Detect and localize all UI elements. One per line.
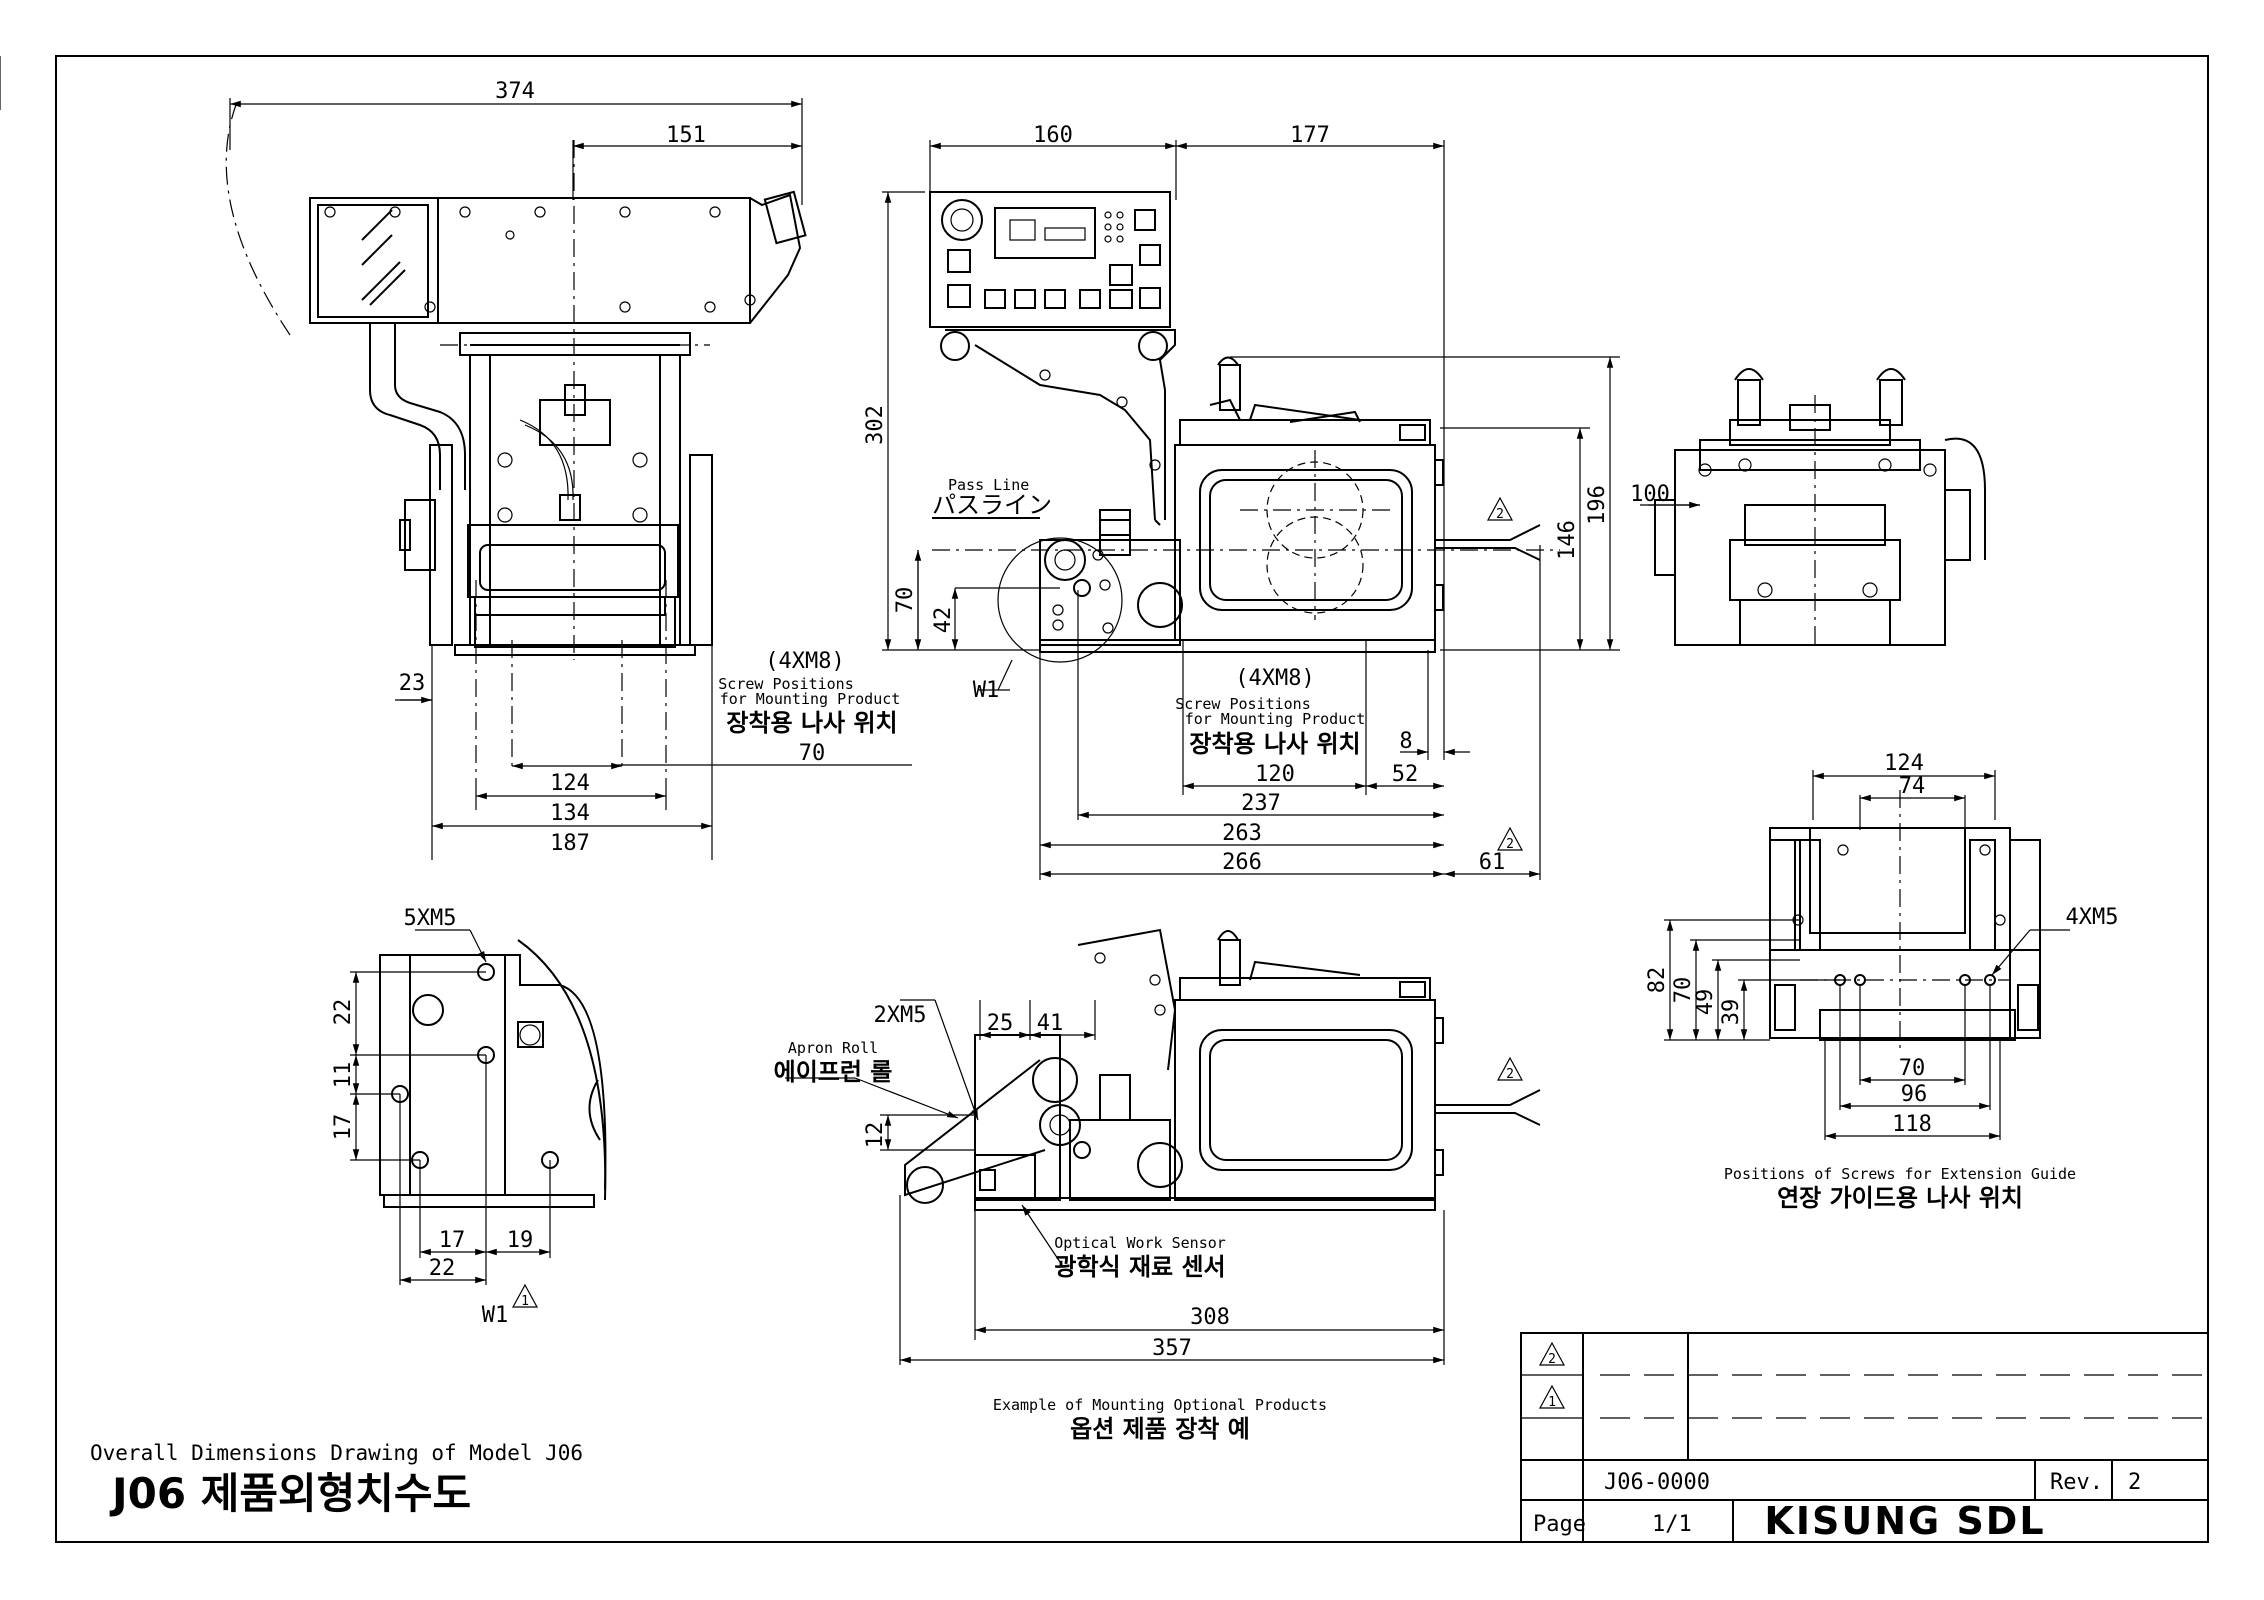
detail-w1-label: W1 xyxy=(482,1303,509,1328)
dim-8: 8 xyxy=(1399,729,1412,754)
screw-label-4xm5: 4XM5 xyxy=(2066,905,2119,930)
dim-70-front: 70 xyxy=(893,587,918,614)
dim-17-vertical: 17 xyxy=(331,1114,356,1141)
dim-61: 61 xyxy=(1479,850,1506,875)
dim-42: 42 xyxy=(931,607,956,634)
dim-308: 308 xyxy=(1190,1305,1230,1330)
dim-82: 82 xyxy=(1645,967,1670,994)
dim-96: 96 xyxy=(1901,1082,1928,1107)
title-korean: J06 제품외형치수도 xyxy=(109,1469,471,1518)
dim-302: 302 xyxy=(863,405,888,445)
title-english: Overall Dimensions Drawing of Model J06 xyxy=(90,1441,583,1465)
screw-label-5xm5: 5XM5 xyxy=(404,906,457,931)
option-view: 25 41 12 308 357 2XM5 Apron Roll 에이프런 롤 … xyxy=(774,928,1541,1443)
screw-note-korean: 장착용 나사 위치 xyxy=(726,709,897,737)
dim-124: 124 xyxy=(550,771,590,796)
dim-134: 134 xyxy=(550,801,590,826)
company-name: KISUNG SDL xyxy=(1764,1499,2045,1543)
sensor-label: Optical Work Sensor xyxy=(1054,1234,1226,1252)
dim-237: 237 xyxy=(1241,791,1281,816)
dim-70-bottom: 70 xyxy=(1899,1056,1926,1081)
dim-266: 266 xyxy=(1222,850,1262,875)
dim-39: 39 xyxy=(1719,999,1744,1026)
screw-count-label-front: (4XM8) xyxy=(1235,666,1314,691)
dim-19: 19 xyxy=(507,1228,534,1253)
dim-25: 25 xyxy=(987,1011,1014,1036)
dim-124-ext: 124 xyxy=(1884,751,1924,776)
pass-line-japanese: パスライン xyxy=(932,491,1052,519)
extension-view: 124 74 82 70 49 39 70 96 118 4XM5 Positi… xyxy=(1645,751,2118,1212)
svg-text:2: 2 xyxy=(1496,507,1504,522)
side-view: 374 151 23 124 134 187 70 (4XM8) Screw P… xyxy=(225,79,912,860)
screw-note-korean-front: 장착용 나사 위치 xyxy=(1189,730,1360,758)
pass-line-label: Pass Line xyxy=(948,476,1029,494)
dim-146: 146 xyxy=(1555,520,1580,560)
drawing-border xyxy=(55,55,2209,1543)
revision-mark-triangle: 1 xyxy=(511,1283,539,1309)
dim-23: 23 xyxy=(399,671,426,696)
page-value: 1/1 xyxy=(1652,1512,1692,1537)
screw-note-line1-front: Screw Positions xyxy=(1175,695,1310,713)
svg-text:2: 2 xyxy=(1506,1067,1514,1082)
apron-roll-korean: 에이프런 롤 xyxy=(774,1058,893,1086)
page-label: Page xyxy=(1533,1512,1586,1537)
dim-52: 52 xyxy=(1392,762,1419,787)
rev-label: Rev. xyxy=(2050,1470,2103,1495)
rev-mark-1: 1 xyxy=(1548,1395,1556,1410)
dim-22-horizontal: 22 xyxy=(429,1256,456,1281)
screw-note-line2-front: for Mounting Product xyxy=(1185,710,1366,728)
extension-caption-korean: 연장 가이드용 나사 위치 xyxy=(1777,1184,2023,1212)
dim-263: 263 xyxy=(1222,821,1262,846)
svg-text:2: 2 xyxy=(1506,837,1514,852)
screw-note-line2: for Mounting Product xyxy=(720,690,901,708)
w1-label: W1 xyxy=(973,678,1000,703)
revision-mark-triangle: 2 xyxy=(1496,1056,1524,1082)
dim-100: 100 xyxy=(1630,482,1670,507)
end-view: 100 xyxy=(1630,368,1986,650)
dim-12: 12 xyxy=(863,1122,888,1149)
screw-note-line1: Screw Positions xyxy=(718,675,853,693)
dim-70-ext: 70 xyxy=(1671,977,1696,1004)
dim-160: 160 xyxy=(1033,123,1073,148)
dim-177: 177 xyxy=(1290,123,1330,148)
dim-41: 41 xyxy=(1037,1011,1064,1036)
drawing-number: J06-0000 xyxy=(1604,1470,1710,1495)
dim-357: 357 xyxy=(1152,1336,1192,1361)
dim-70: 70 xyxy=(799,741,826,766)
dim-118: 118 xyxy=(1892,1112,1932,1137)
front-view: 160 177 302 196 146 70 42 8 52 120 237 2… xyxy=(863,123,1620,880)
option-caption: Example of Mounting Optional Products xyxy=(993,1396,1327,1414)
extension-caption: Positions of Screws for Extension Guide xyxy=(1724,1165,2076,1183)
sensor-korean: 광학식 재료 센서 xyxy=(1054,1253,1225,1281)
revision-mark-triangle: 2 2 xyxy=(1486,496,1524,852)
screw-label-2xm5: 2XM5 xyxy=(874,1003,927,1028)
dim-187: 187 xyxy=(550,831,590,856)
screw-count-label: (4XM8) xyxy=(765,649,844,674)
option-caption-korean: 옵션 제품 장착 예 xyxy=(1070,1415,1250,1443)
detail-w1: 5XM5 22 11 17 17 19 22 W1 1 xyxy=(331,906,607,1328)
dim-22-vertical: 22 xyxy=(331,999,356,1026)
dim-17-horizontal: 17 xyxy=(439,1228,466,1253)
title-block: 2 1 xyxy=(1520,1332,2209,1543)
rev-value: 2 xyxy=(2128,1470,2141,1495)
dim-49: 49 xyxy=(1693,989,1718,1016)
svg-text:1: 1 xyxy=(521,1294,529,1309)
apron-roll-label: Apron Roll xyxy=(788,1039,878,1057)
dim-11: 11 xyxy=(331,1062,356,1089)
dim-151: 151 xyxy=(666,123,706,148)
dim-74: 74 xyxy=(1899,774,1926,799)
dim-120: 120 xyxy=(1255,762,1295,787)
dim-196: 196 xyxy=(1585,485,1610,525)
rev-mark-2: 2 xyxy=(1548,1352,1556,1367)
dim-374: 374 xyxy=(495,79,535,104)
